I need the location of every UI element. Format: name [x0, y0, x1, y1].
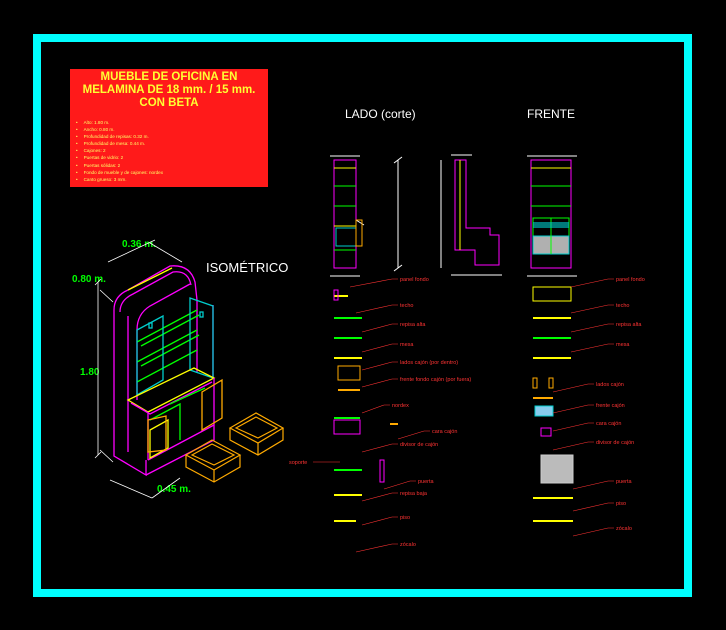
side-part-label-soporte: soporte — [289, 460, 307, 466]
front-leader-line — [552, 404, 594, 414]
front-part-shapes — [532, 286, 574, 522]
title-line-3: CON BETA — [139, 97, 199, 109]
drawing-title: MUEBLE DE OFICINA EN MELAMINA DE 18 mm. … — [70, 71, 268, 110]
front-part-label: puerta — [616, 479, 633, 485]
side-leader-line — [355, 543, 398, 553]
side-leader-line — [355, 304, 398, 314]
front-leader-line — [570, 304, 614, 314]
side-part-label: panel fondo — [400, 277, 429, 283]
side-part-label: lados cajón (por dentro) — [400, 360, 458, 366]
side-leader-line — [361, 343, 398, 353]
front-leader-line — [572, 527, 614, 537]
front-part-label: repisa alta — [616, 322, 642, 328]
spec-item: Cajones: 2 — [76, 147, 163, 154]
spec-item: Puertas sólidas: 2 — [76, 162, 163, 169]
side-part-label: frente fondo cajón (por fuera) — [400, 377, 471, 383]
front-part-labels: panel fondo techo repisa alta mesa lados caj… — [552, 277, 645, 537]
side-leader-line — [361, 516, 398, 526]
drawing-frame — [33, 34, 692, 597]
front-leader-line — [552, 383, 594, 393]
front-part-label: cara cajón — [596, 421, 621, 427]
front-part-label: panel fondo — [616, 277, 645, 283]
dimension-base: 0.45 m. — [157, 484, 191, 495]
front-part-label: piso — [616, 501, 626, 507]
front-part-label: frente cajón — [596, 403, 625, 409]
dimension-depth: 0.36 m. — [122, 239, 156, 250]
spec-item: Alto: 1.80 m. — [76, 119, 163, 126]
side-section-profile — [440, 154, 502, 276]
side-part-label: repisa alta — [400, 322, 426, 328]
spec-item: Ancho: 0.80 m. — [76, 126, 163, 133]
front-part-label: divisor de cajón — [596, 440, 634, 446]
side-leader-line — [383, 480, 416, 490]
dimension-width: 0.80 m. — [72, 274, 106, 285]
front-leader-line — [572, 480, 614, 490]
cabinet-body — [113, 265, 223, 477]
side-part-label: piso — [400, 515, 410, 521]
spec-item: Fondo de mueble y de cajones: nordex — [76, 169, 163, 176]
spec-item: Puertas de vidrio: 2 — [76, 154, 163, 161]
side-leader-line — [361, 323, 398, 333]
side-part-label: puerta — [418, 479, 435, 485]
side-leader-line — [361, 404, 390, 414]
front-part-label: lados cajón — [596, 382, 624, 388]
side-part-label: techo — [400, 303, 413, 309]
side-part-label: mesa — [400, 342, 414, 348]
side-part-label: cara cajón — [432, 429, 457, 435]
spec-list: Alto: 1.80 m. Ancho: 0.80 m. Profundidad… — [76, 119, 163, 183]
isometric-view: ISOMÉTRICO 0.36 m. 0.80 m. 1.80 0.45 m. — [72, 239, 288, 499]
side-part-labels: panel fondo techo repisa alta mesa lados caj… — [349, 277, 471, 553]
side-part-label: repisa baja — [400, 491, 428, 497]
isometric-drawers — [184, 412, 285, 483]
side-leader-line — [361, 378, 398, 388]
spec-item: Profundidad de mesa: 0.44 m. — [76, 140, 163, 147]
front-leader-line — [552, 422, 594, 432]
front-leader-line — [570, 343, 614, 353]
front-assembly — [527, 155, 577, 277]
front-view-label: FRENTE — [527, 107, 575, 121]
isometric-dimension-lines — [94, 239, 183, 499]
dimension-height: 1.80 — [80, 367, 100, 378]
front-part-label: techo — [616, 303, 629, 309]
spec-item: Canto grueso: 3 mm. — [76, 176, 163, 183]
front-leader-line — [572, 502, 614, 512]
side-part-label: zócalo — [400, 542, 416, 548]
side-view: LADO (corte) — [330, 107, 502, 522]
front-leader-line — [570, 278, 614, 288]
side-leader-line — [361, 492, 398, 502]
isometric-label: ISOMÉTRICO — [206, 260, 288, 275]
side-section-assembly — [330, 155, 403, 277]
spec-item: Profundidad de repisas: 0.32 m. — [76, 133, 163, 140]
title-block: MUEBLE DE OFICINA EN MELAMINA DE 18 mm. … — [70, 69, 268, 187]
side-leader-line — [349, 278, 398, 288]
front-part-label: zócalo — [616, 526, 632, 532]
side-view-label: LADO (corte) — [345, 107, 416, 121]
side-part-label: divisor de cajón — [400, 442, 438, 448]
side-leader-line — [361, 361, 398, 371]
front-part-label: mesa — [616, 342, 630, 348]
title-line-1: MUEBLE DE OFICINA EN — [100, 71, 238, 83]
side-leader-line — [361, 443, 398, 453]
title-line-2: MELAMINA DE 18 mm. / 15 mm. — [82, 84, 256, 96]
side-leader-line — [397, 430, 430, 440]
front-leader-line — [570, 323, 614, 333]
side-part-shapes — [333, 289, 398, 522]
front-view: FRENTE — [527, 107, 577, 522]
side-part-label: nordex — [392, 403, 409, 409]
front-leader-line — [552, 441, 594, 451]
